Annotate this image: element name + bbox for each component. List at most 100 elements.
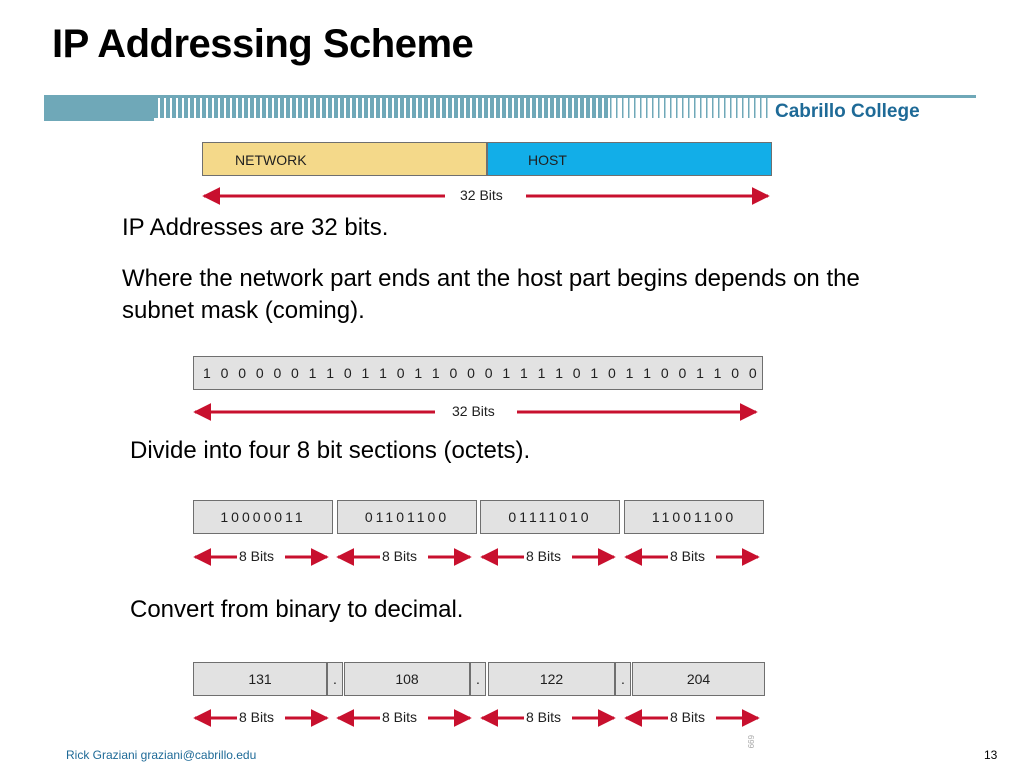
stripe <box>286 98 290 118</box>
stripe <box>658 98 660 118</box>
stripe <box>256 98 260 118</box>
host-segment: HOST <box>487 142 772 176</box>
stripe <box>328 98 332 118</box>
bits-label: 8 Bits <box>239 709 275 725</box>
bits-label: 8 Bits <box>382 709 418 725</box>
binary-bit: 1 <box>713 365 722 381</box>
stripe <box>352 98 356 118</box>
binary-bit: 0 <box>255 365 264 381</box>
stripe <box>262 98 266 118</box>
binary-bit: 0 <box>273 365 282 381</box>
stripe <box>574 98 578 118</box>
stripe <box>526 98 530 118</box>
binary-bit: 0 <box>660 365 669 381</box>
bits-label: 8 Bits <box>526 548 562 564</box>
slide-title: IP Addressing Scheme <box>52 22 474 66</box>
stripe <box>682 98 684 118</box>
stripe <box>634 98 636 118</box>
network-label: NETWORK <box>235 152 307 168</box>
stripe <box>544 98 548 118</box>
binary-bit: 1 <box>519 365 528 381</box>
stripe <box>274 98 278 118</box>
stripe <box>418 98 422 118</box>
stripe <box>538 98 542 118</box>
binary-bit: 1 <box>379 365 387 381</box>
binary-bit: 0 <box>572 365 581 381</box>
bits-label: 8 Bits <box>526 709 562 725</box>
stripe <box>676 98 678 118</box>
octet-box: 01101100 <box>337 500 477 534</box>
college-name: Cabrillo College <box>775 101 920 122</box>
stripe <box>628 98 630 118</box>
binary-bit: 1 <box>625 365 634 381</box>
binary-bit: 0 <box>291 365 299 381</box>
stripe <box>550 98 554 118</box>
stripe <box>754 98 756 118</box>
stripe <box>688 98 690 118</box>
binary-bit: 0 <box>396 365 405 381</box>
stripe <box>580 98 584 118</box>
stripe <box>748 98 750 118</box>
stripe <box>520 98 524 118</box>
binary-bit: 1 <box>361 365 370 381</box>
stripe <box>736 98 738 118</box>
text-divide-octets: Divide into four 8 bit sections (octets)… <box>130 437 531 464</box>
stripe <box>694 98 696 118</box>
stripe <box>226 98 230 118</box>
stripe <box>406 98 410 118</box>
stripe <box>586 98 590 118</box>
stripe <box>184 98 188 118</box>
stripe <box>292 98 296 118</box>
stripe <box>430 98 434 118</box>
bits-label: 8 Bits <box>382 548 418 564</box>
stripe <box>178 98 182 118</box>
stripe <box>172 98 176 118</box>
text-subnet-mask: Where the network part ends ant the host… <box>122 265 860 324</box>
stripe <box>484 98 488 118</box>
stripe <box>244 98 248 118</box>
stripe <box>508 98 512 118</box>
binary-bit: 1 <box>308 365 317 381</box>
stripe <box>394 98 398 118</box>
stripe <box>436 98 440 118</box>
stripe <box>514 98 518 118</box>
stripe <box>652 98 654 118</box>
stripe <box>610 98 612 118</box>
binary-bit: 0 <box>608 365 616 381</box>
stripe <box>334 98 338 118</box>
binary-bit: 1 <box>696 365 704 381</box>
binary-bit: 1 <box>643 365 652 381</box>
page-number: 13 <box>984 748 998 762</box>
stripe <box>280 98 284 118</box>
stripe <box>646 98 648 118</box>
stripe <box>238 98 242 118</box>
bits-label: 8 Bits <box>670 709 706 725</box>
stripe <box>202 98 206 118</box>
stripe <box>598 98 602 118</box>
binary-bit: 1 <box>431 365 440 381</box>
stripe <box>742 98 744 118</box>
stripe <box>724 98 726 118</box>
stripe <box>448 98 452 118</box>
figure-credit: 699 <box>746 735 755 749</box>
stripe <box>616 98 618 118</box>
stripe <box>502 98 506 118</box>
stripe <box>304 98 308 118</box>
stripe <box>622 98 624 118</box>
binary-bit: 1 <box>537 365 546 381</box>
stripe <box>490 98 494 118</box>
bits-label: 8 Bits <box>670 548 706 564</box>
stripe <box>196 98 200 118</box>
dot-separator: . <box>327 662 343 696</box>
stripe <box>322 98 326 118</box>
stripe <box>400 98 404 118</box>
stripe <box>340 98 344 118</box>
binary-bit: 0 <box>748 365 757 381</box>
stripe <box>376 98 380 118</box>
octet-box: 10000011 <box>193 500 333 534</box>
width-label-32bits-binary: 32 Bits <box>452 403 495 419</box>
binary-bit: 1 <box>414 365 423 381</box>
